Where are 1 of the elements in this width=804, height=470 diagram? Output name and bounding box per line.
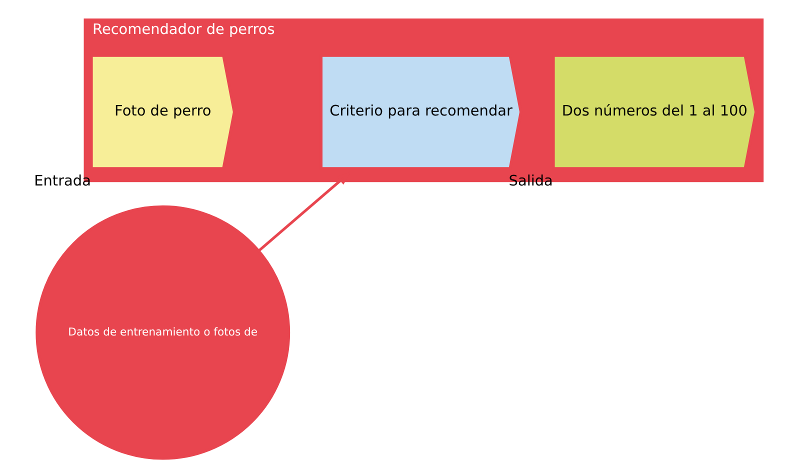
- node-circle: Datos de entrenamiento o fotos de: [36, 205, 290, 460]
